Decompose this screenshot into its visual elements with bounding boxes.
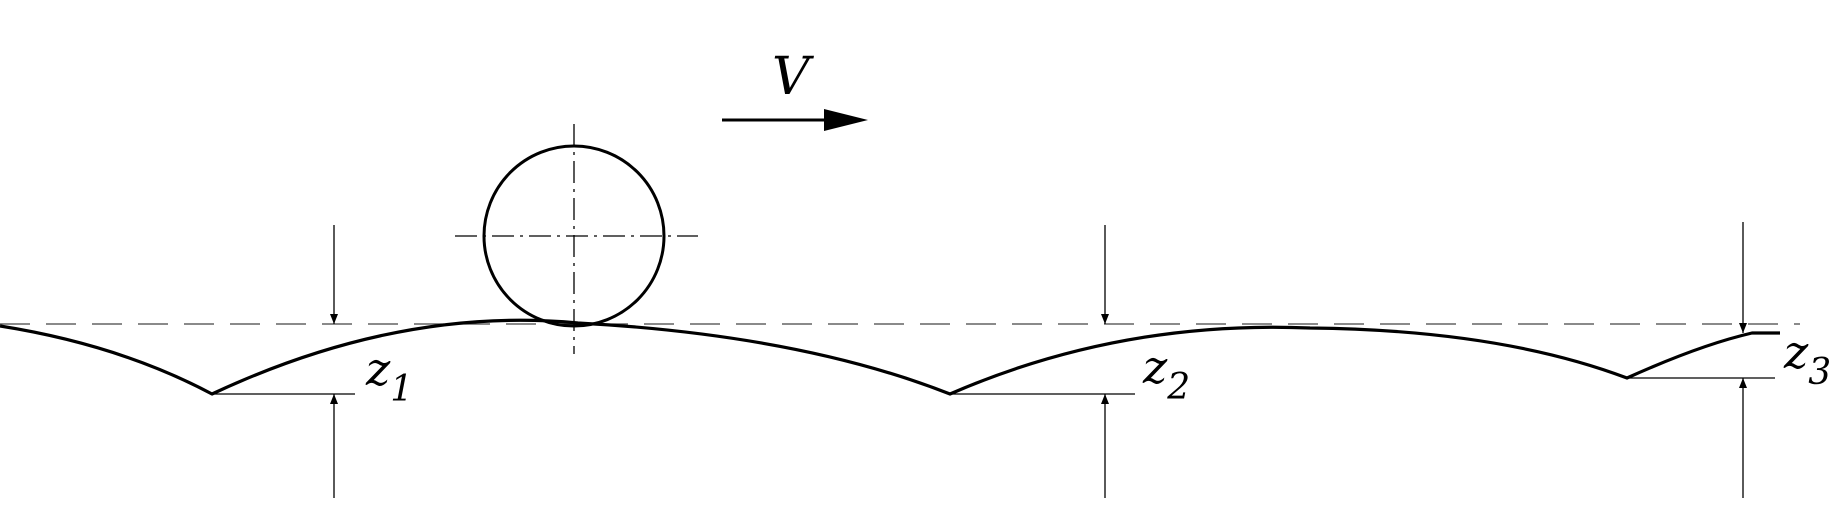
depth-2-label: z2 (1142, 340, 1190, 408)
depth-dimension-2: z2 (950, 225, 1190, 498)
surface-profile (0, 318, 1780, 396)
depth-dimension-1: z1 (212, 225, 413, 498)
depth-dimension-3: z3 (1627, 222, 1831, 498)
velocity-arrowhead (824, 109, 868, 131)
depth-3-label: z3 (1783, 325, 1831, 393)
wheel (455, 124, 698, 354)
velocity-indicator: V (722, 47, 868, 131)
depth-1-label: z1 (365, 342, 413, 410)
velocity-label: V (772, 47, 814, 107)
